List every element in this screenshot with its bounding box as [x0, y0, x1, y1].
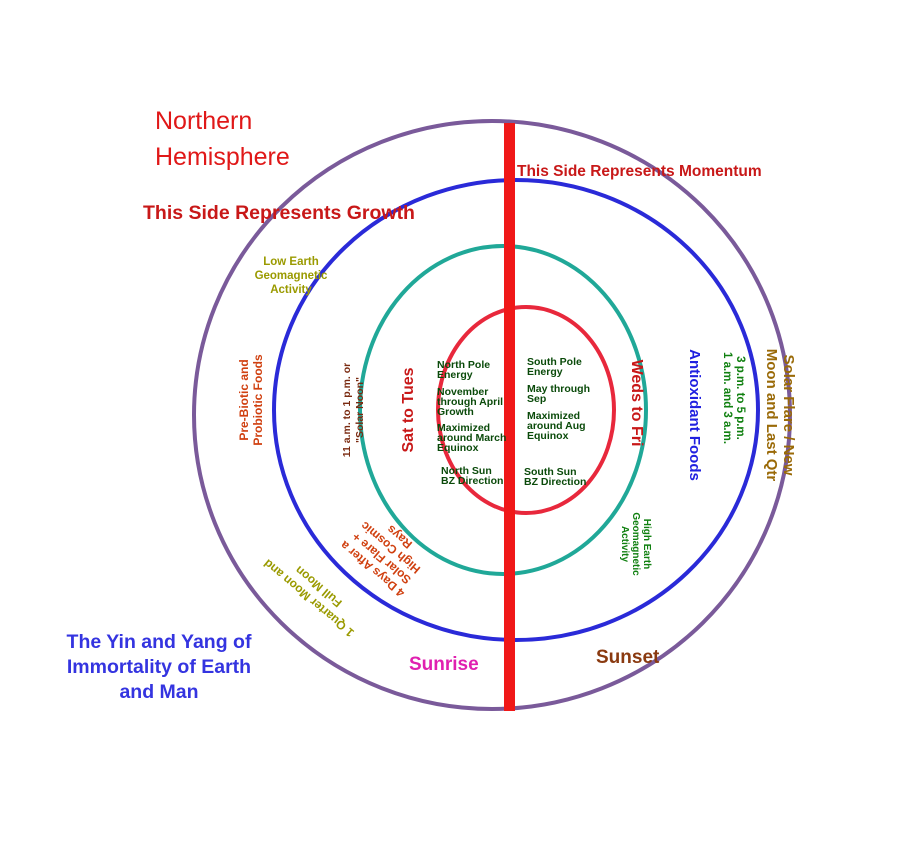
cosmic-rays-label: 4 Days After a Solar Flare + High Cosmic…	[337, 518, 423, 600]
svg-text:Moon and Last Qtr: Moon and Last Qtr	[763, 349, 780, 482]
svg-text:Activity: Activity	[619, 526, 630, 563]
northern-hemisphere-title: Northern Hemisphere	[155, 107, 290, 171]
prebiotic-foods-label: Pre-Biotic and Probiotic Foods	[237, 354, 265, 446]
svg-text:3 p.m. to 5 p.m.: 3 p.m. to 5 p.m.	[734, 356, 746, 440]
svg-text:Equinox: Equinox	[437, 442, 479, 454]
svg-text:Sep: Sep	[527, 393, 546, 405]
svg-text:Low Earth: Low Earth	[263, 256, 319, 268]
svg-text:Hemisphere: Hemisphere	[155, 143, 290, 171]
core-ring	[436, 305, 616, 515]
svg-text:BZ Direction: BZ Direction	[441, 475, 503, 487]
solar-noon-label: 11 a.m. to 1 p.m. or "Solar Noon"	[341, 363, 366, 458]
north-pole-energy-label: North Pole Energy	[437, 359, 490, 381]
svg-text:Energy: Energy	[437, 369, 473, 381]
svg-text:May through: May through	[527, 383, 590, 395]
momentum-label: This Side Represents Momentum	[517, 163, 762, 180]
svg-text:Immortality of Earth: Immortality of Earth	[67, 656, 251, 678]
south-sun-label: South Sun BZ Direction	[524, 466, 586, 488]
svg-text:Probiotic Foods: Probiotic Foods	[251, 354, 265, 446]
svg-text:Geomagnetic: Geomagnetic	[255, 270, 328, 282]
svg-text:Maximized: Maximized	[437, 422, 490, 434]
svg-text:South Sun: South Sun	[524, 466, 577, 478]
high-geomagnetic-label: High Earth Geomagnetic Activity	[619, 512, 652, 576]
north-sun-label: North Sun BZ Direction	[441, 465, 503, 487]
svg-text:around Aug: around Aug	[527, 420, 586, 432]
solar-flare-moon-label: Solar Flare / New Moon and Last Qtr	[763, 349, 797, 482]
svg-text:South Pole: South Pole	[527, 356, 582, 368]
middle-ring	[272, 178, 760, 642]
svg-text:November: November	[437, 386, 488, 398]
sunset-label: Sunset	[596, 647, 660, 668]
svg-text:Geomagnetic: Geomagnetic	[630, 512, 641, 576]
sunrise-label: Sunrise	[409, 654, 479, 675]
may-sep-label: May through Sep	[527, 383, 590, 405]
svg-text:The Yin and Yang of: The Yin and Yang of	[67, 631, 252, 653]
svg-text:Activity: Activity	[270, 284, 312, 296]
outer-ring	[192, 119, 792, 711]
growth-label: This Side Represents Growth	[143, 202, 415, 224]
svg-text:and Man: and Man	[119, 681, 198, 703]
svg-text:"Solar Noon": "Solar Noon"	[354, 377, 366, 443]
svg-text:through April: through April	[437, 396, 503, 408]
south-pole-energy-label: South Pole Energy	[527, 356, 582, 378]
svg-text:Maximized: Maximized	[527, 410, 580, 422]
svg-text:BZ Direction: BZ Direction	[524, 476, 586, 488]
svg-text:Growth: Growth	[437, 406, 474, 418]
svg-text:1 a.m. and 3 a.m.: 1 a.m. and 3 a.m.	[721, 352, 733, 444]
antioxidant-foods-label: Antioxidant Foods	[686, 349, 703, 481]
svg-text:11 a.m. to 1 p.m. or: 11 a.m. to 1 p.m. or	[341, 363, 353, 458]
sat-to-tues-label: Sat to Tues	[400, 367, 417, 452]
svg-text:North Pole: North Pole	[437, 359, 490, 371]
weds-to-fri-label: Weds to Fri	[628, 360, 645, 447]
center-divider	[504, 123, 515, 711]
svg-text:around March: around March	[437, 432, 506, 444]
svg-text:North Sun: North Sun	[441, 465, 492, 477]
afternoon-time-label: 3 p.m. to 5 p.m. 1 a.m. and 3 a.m.	[721, 352, 746, 444]
yin-yang-title: The Yin and Yang of Immortality of Earth…	[67, 631, 252, 703]
maximized-aug-label: Maximized around Aug Equinox	[527, 410, 586, 442]
svg-text:Northern: Northern	[155, 107, 252, 135]
svg-text:Equinox: Equinox	[527, 430, 569, 442]
svg-text:Solar Flare / New: Solar Flare / New	[780, 355, 797, 476]
svg-text:Energy: Energy	[527, 366, 563, 378]
november-april-label: November through April Growth	[437, 386, 503, 418]
maximized-march-label: Maximized around March Equinox	[437, 422, 506, 454]
svg-text:High Earth: High Earth	[641, 519, 652, 570]
svg-text:Pre-Biotic and: Pre-Biotic and	[237, 359, 251, 440]
low-geomagnetic-label: Low Earth Geomagnetic Activity	[255, 256, 328, 296]
inner-ring	[358, 244, 648, 576]
